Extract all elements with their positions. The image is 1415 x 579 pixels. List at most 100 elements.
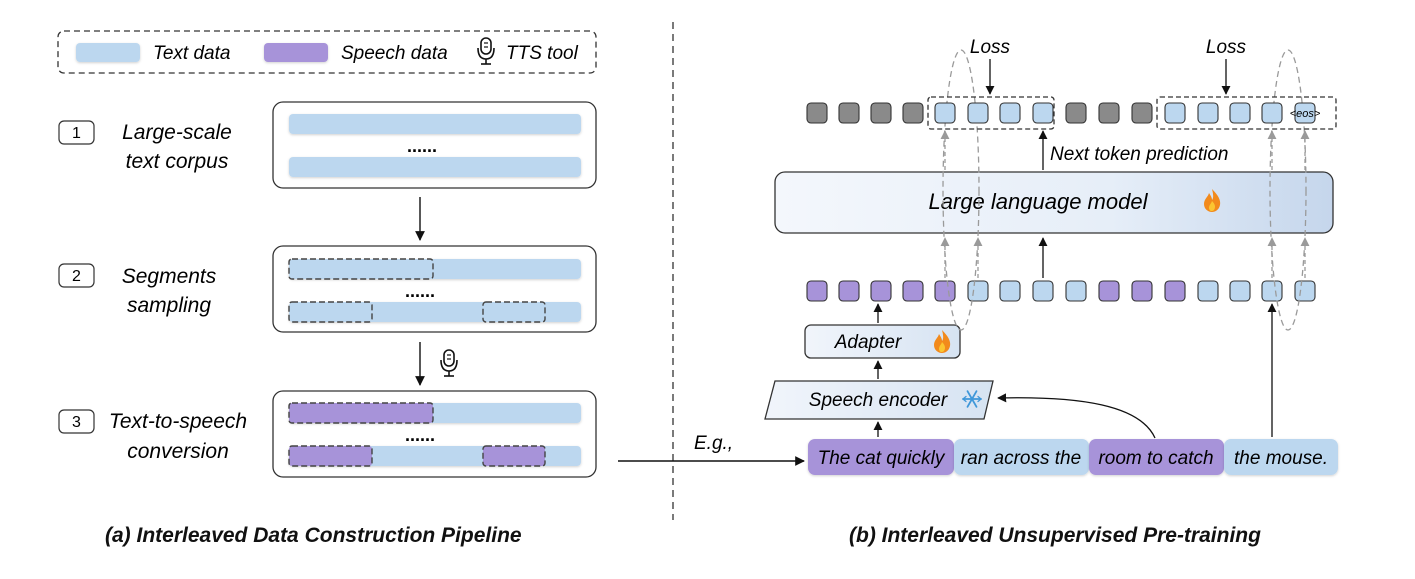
ellipsis: ...... xyxy=(407,136,437,156)
text-token xyxy=(999,280,1021,302)
fire-icon xyxy=(1204,189,1221,212)
example-sentence: The cat quickly ran across the room to c… xyxy=(808,439,1338,475)
step-title-line2: conversion xyxy=(127,440,229,463)
step-number: 1 xyxy=(72,125,81,142)
legend-border xyxy=(57,30,597,74)
text-bar xyxy=(289,114,581,134)
legend-text-data-label: Text data xyxy=(153,43,230,64)
ignored-token xyxy=(902,102,924,124)
sentence-segment-text: room to catch xyxy=(1098,448,1213,469)
legend-speech-swatch xyxy=(264,43,328,62)
text-token xyxy=(967,280,989,302)
sampled-segment xyxy=(482,301,546,323)
speech-token xyxy=(1098,280,1120,302)
speech-token xyxy=(870,280,892,302)
shift-indicator-right xyxy=(1269,49,1307,331)
speech-segment xyxy=(482,445,546,467)
text-bar xyxy=(289,302,581,322)
text-token xyxy=(999,102,1021,124)
caption-right: (b) Interleaved Unsupervised Pre-trainin… xyxy=(849,524,1261,547)
speech-segment xyxy=(288,402,434,424)
ellipsis: ...... xyxy=(405,281,435,301)
speech-segment xyxy=(288,445,373,467)
sentence-segment-speech xyxy=(808,439,954,475)
step-number-badge xyxy=(58,263,95,288)
legend-tts-tool-label: TTS tool xyxy=(506,43,579,64)
sentence-segment-text-data xyxy=(1224,439,1338,475)
sampled-segment xyxy=(288,301,373,323)
step-number-badge xyxy=(58,409,95,434)
text-token xyxy=(1032,280,1054,302)
ignored-token xyxy=(806,102,828,124)
legend-speech-data-label: Speech data xyxy=(341,43,448,64)
large-language-model: Large language model xyxy=(774,171,1334,234)
llm-box xyxy=(774,171,1334,234)
step-title-line2: sampling xyxy=(127,294,211,317)
speech-encoder: Speech encoder xyxy=(764,380,994,420)
pipeline-step-2: 2 Segments sampling ...... xyxy=(58,245,597,333)
sentence-segment-text-data xyxy=(954,439,1089,475)
text-token xyxy=(1197,280,1219,302)
text-token xyxy=(1261,102,1283,124)
loss-label-left: Loss xyxy=(970,37,1011,58)
pipeline-step-1: 1 Large-scale text corpus ...... xyxy=(58,101,597,189)
llm-label: Large language model xyxy=(929,189,1149,214)
text-token xyxy=(934,102,956,124)
speech-token xyxy=(934,280,956,302)
ignored-token xyxy=(1131,102,1153,124)
shift-indicator-left xyxy=(942,49,980,331)
text-token xyxy=(1065,280,1087,302)
speech-encoder-shape xyxy=(764,380,994,420)
sentence-segment-speech xyxy=(1089,439,1224,475)
pipeline-step-3: 3 Text-to-speech conversion ...... xyxy=(58,390,597,478)
text-bar xyxy=(289,157,581,177)
speech-token xyxy=(806,280,828,302)
step-number: 3 xyxy=(72,414,81,431)
caption-left: (a) Interleaved Data Construction Pipeli… xyxy=(105,524,522,547)
eos-label: <eos> xyxy=(1290,108,1321,120)
text-token xyxy=(1261,280,1283,302)
loss-label-right: Loss xyxy=(1206,37,1247,58)
text-token xyxy=(1164,102,1186,124)
step-title-line2: text corpus xyxy=(126,150,229,173)
ignored-token xyxy=(1098,102,1120,124)
sentence-segment-text: The cat quickly xyxy=(818,448,946,469)
legend: Text data Speech data TTS tool xyxy=(57,30,597,74)
speech-token xyxy=(1164,280,1186,302)
sampled-segment xyxy=(288,258,434,280)
ignored-token xyxy=(1065,102,1087,124)
speech-encoder-label: Speech encoder xyxy=(809,390,948,411)
step-title-line1: Large-scale xyxy=(122,121,232,144)
adapter: Adapter xyxy=(804,324,961,359)
text-token xyxy=(1229,102,1251,124)
speech-token xyxy=(1131,280,1153,302)
microphone-icon xyxy=(440,349,458,377)
sentence-segment-text: ran across the xyxy=(961,448,1081,469)
ignored-token xyxy=(838,102,860,124)
adapter-box xyxy=(804,324,961,359)
step-title-line1: Segments xyxy=(122,265,217,288)
text-token xyxy=(1197,102,1219,124)
text-token xyxy=(1032,102,1054,124)
speech-token xyxy=(902,280,924,302)
text-bar xyxy=(289,259,581,279)
adapter-label: Adapter xyxy=(834,332,902,353)
text-token xyxy=(1294,280,1316,302)
ignored-token xyxy=(870,102,892,124)
loss-group-border xyxy=(927,96,1055,130)
speech-segment-to-encoder-arrow xyxy=(997,393,1156,439)
output-token-row: <eos> xyxy=(806,96,1337,130)
snowflake-icon xyxy=(961,390,983,408)
next-token-label: Next token prediction xyxy=(1050,144,1229,165)
text-token xyxy=(1229,280,1251,302)
ellipsis: ...... xyxy=(405,425,435,445)
sentence-segment-text: the mouse. xyxy=(1234,448,1328,469)
text-token xyxy=(967,102,989,124)
eos-token xyxy=(1294,102,1316,124)
fire-icon xyxy=(934,330,951,353)
speech-token xyxy=(838,280,860,302)
step-number: 2 xyxy=(72,268,81,285)
step-number-badge xyxy=(58,120,95,145)
legend-text-swatch xyxy=(76,43,140,62)
